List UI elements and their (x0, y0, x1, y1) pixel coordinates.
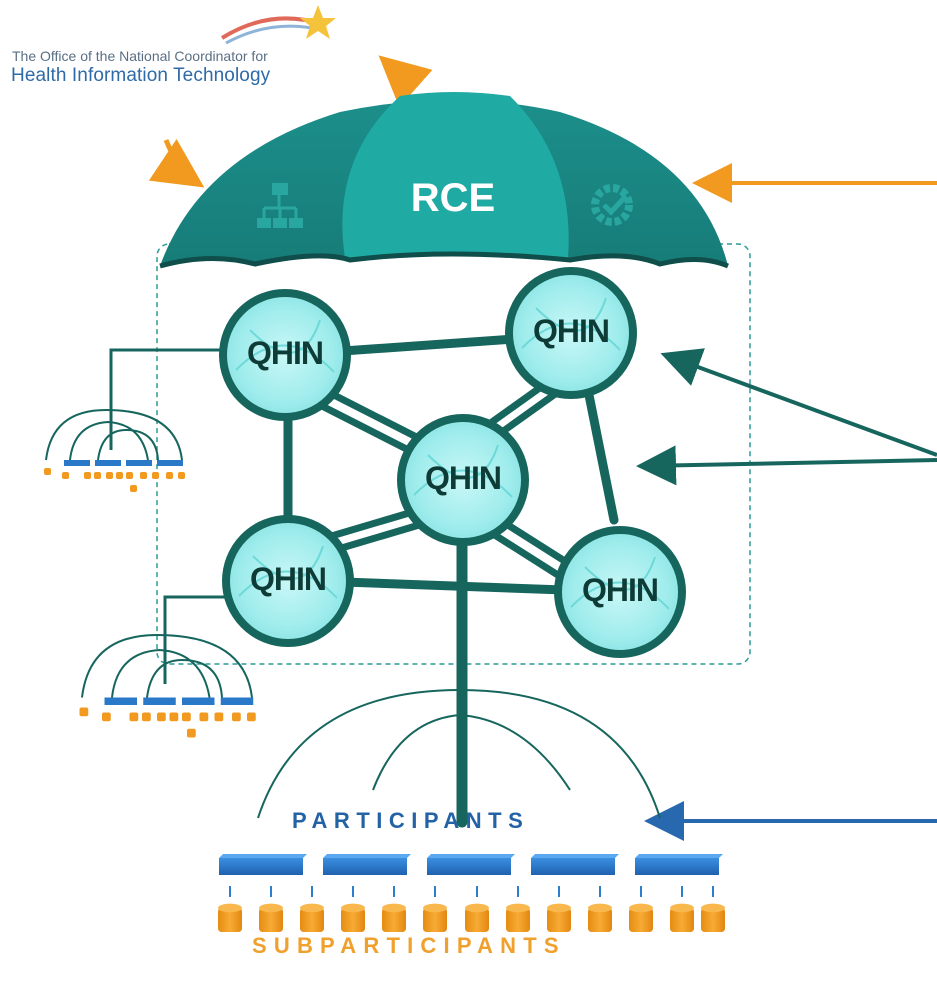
subparticipant-icon (670, 903, 694, 932)
subparticipant-row (218, 886, 725, 932)
qhin-label-bottom-left: QHIN (250, 561, 327, 597)
logo-line-2: Health Information Technology (11, 65, 271, 86)
onc-logo-mark (220, 5, 336, 45)
participant-icon (427, 854, 515, 875)
connector-bottom-left (163, 595, 226, 684)
subparticipant-icon (465, 903, 489, 932)
participant-icon (219, 854, 307, 875)
participant-icon (323, 854, 411, 875)
qhin-node-bottom-right (554, 526, 686, 658)
qhin-node-center (397, 414, 529, 546)
star-icon (300, 5, 336, 39)
org-chart-icon (257, 183, 303, 228)
subparticipant-icon (259, 903, 283, 932)
subparticipant-icon (423, 903, 447, 932)
subparticipant-icon (218, 903, 242, 932)
logo-line-1: The Office of the National Coordinator f… (12, 48, 268, 64)
rce-umbrella (159, 92, 729, 269)
gear-check-icon (591, 184, 633, 226)
participant-arcs (257, 688, 661, 819)
qhin-node-bottom-left (222, 515, 354, 647)
arrow-to-network (636, 445, 937, 486)
arrow-to-qhin (660, 348, 937, 457)
network-boundary (156, 243, 751, 665)
qhin-label-top-right: QHIN (533, 313, 610, 349)
subparticipants-label: SUBPARTICIPANTS (252, 933, 566, 958)
participants-label: PARTICIPANTS (292, 808, 530, 833)
qhin-node-top-left (219, 289, 351, 421)
rce-label: RCE (410, 176, 496, 220)
participant-icon (531, 854, 619, 875)
qhin-label-top-left: QHIN (247, 335, 324, 371)
qhin-label-center: QHIN (425, 460, 502, 496)
subparticipant-icon (588, 903, 612, 932)
curved-arrow-down (148, 139, 205, 188)
qhin-label-bottom-right: QHIN (582, 572, 659, 608)
subparticipant-icon (701, 903, 725, 932)
mini-network (79, 633, 256, 738)
subparticipant-icon (506, 903, 530, 932)
qhin-node-top-right (505, 267, 637, 399)
mini-network (44, 408, 185, 492)
subparticipant-icon (341, 903, 365, 932)
mini-networks (44, 408, 256, 738)
subparticipant-icon (547, 903, 571, 932)
subparticipant-icon (382, 903, 406, 932)
connector-top-left (109, 348, 222, 450)
subparticipant-icon (300, 903, 324, 932)
participant-row (219, 854, 723, 875)
subparticipant-icon (629, 903, 653, 932)
participant-icon (635, 854, 723, 875)
